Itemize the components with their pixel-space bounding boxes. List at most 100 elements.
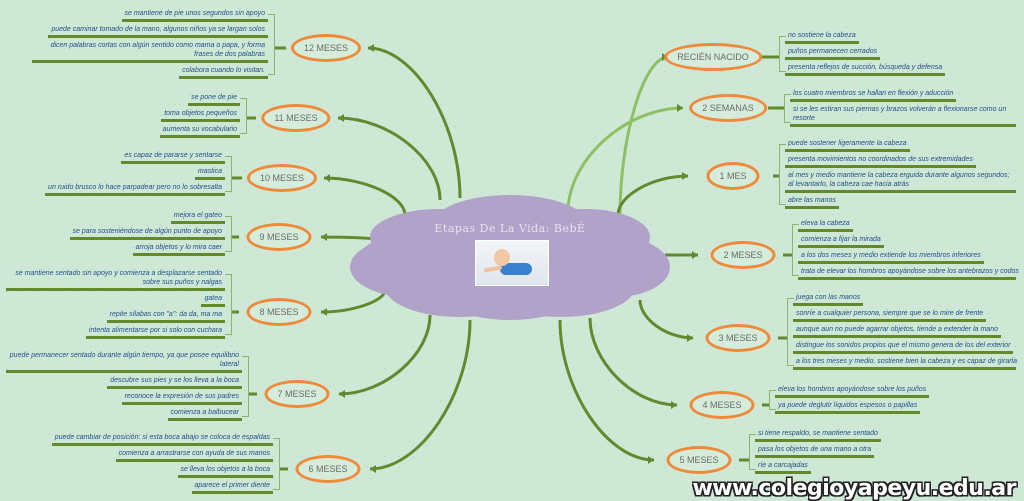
milestone-item[interactable]: pasa los objetos de una mano a otra: [755, 444, 875, 458]
milestone-item[interactable]: si se les estiran sus piernas y brazos v…: [790, 104, 1016, 127]
milestone-item[interactable]: arroja objetos y lo mira caer: [132, 242, 225, 256]
stage-items-3-meses: juega con las manos sonríe a cualquier pe…: [793, 292, 1017, 372]
branch-11-meses: [337, 116, 442, 201]
item-bracket: [779, 144, 786, 205]
arrow-icon: [370, 465, 376, 473]
item-bracket: [225, 274, 232, 335]
stage-items-7-meses: puede permanecer sentado durante algún t…: [6, 350, 242, 423]
arrow-icon: [368, 44, 374, 52]
arrow-icon: [321, 233, 327, 241]
milestone-item[interactable]: se pone de pie: [188, 92, 240, 106]
milestone-item[interactable]: se mantiene de pie unos segundos sin apo…: [121, 8, 268, 22]
stage-node-7-meses[interactable]: 7 MESES: [264, 380, 330, 408]
milestone-item[interactable]: colabora cuando lo visitan.: [179, 65, 268, 79]
item-bracket: [268, 14, 275, 75]
milestone-item[interactable]: a los tres meses y medio, sostiene bien …: [793, 356, 1017, 370]
milestone-item[interactable]: presenta reflejos de succión, búsqueda y…: [785, 62, 946, 76]
branch-2-semanas: [566, 106, 684, 213]
stage-node-4-meses[interactable]: 4 MESES: [689, 391, 755, 419]
branch-7-meses: [338, 314, 432, 396]
milestone-item[interactable]: sonríe a cualquier persona, siempre que …: [793, 308, 987, 322]
branch-1-mes: [616, 174, 689, 216]
milestone-item[interactable]: si tiene respaldo, se mantiene sentado: [755, 428, 881, 442]
arrow-icon: [687, 334, 693, 342]
stage-items-1-mes: puede sostener ligeramente la cabeza pres…: [785, 138, 1016, 211]
milestone-item[interactable]: comienza a fijar la mirada: [798, 234, 884, 248]
stage-node-3-meses[interactable]: 3 MESES: [705, 324, 771, 352]
stage-items-5-meses: si tiene respaldo, se mantiene sentado pa…: [755, 428, 881, 476]
milestone-item[interactable]: intenta alimentarse por si solo con cuch…: [85, 325, 225, 339]
milestone-item[interactable]: se lleva los objetos a la boca: [177, 464, 273, 478]
arrow-icon: [338, 114, 344, 122]
item-bracket: [784, 94, 791, 123]
milestone-item[interactable]: puede permanecer sentado durante algún t…: [6, 350, 242, 373]
milestone-item[interactable]: se para sosteniéndose de algún punto de …: [69, 226, 225, 240]
stage-node-8-meses[interactable]: 8 MESES: [246, 298, 312, 326]
arrow-icon: [339, 390, 345, 398]
milestone-item[interactable]: mastica: [194, 166, 225, 180]
milestone-item[interactable]: repite sílabas con "a": da da, ma ma: [106, 309, 225, 323]
branch-12-meses: [367, 46, 462, 199]
branch-3-meses: [638, 299, 694, 340]
milestone-item[interactable]: comienza a arrastrarse con ayuda de sus …: [115, 448, 273, 462]
milestone-item[interactable]: distingue los sonidos propios que el mis…: [793, 340, 1014, 354]
item-bracket: [779, 36, 786, 72]
milestone-item[interactable]: es capaz de pararse y sentarse: [121, 150, 225, 164]
milestone-item[interactable]: los cuatro miembros se hallan en flexión…: [790, 88, 957, 102]
milestone-item[interactable]: eleva la cabeza: [798, 218, 853, 232]
milestone-item[interactable]: juega con las manos: [793, 292, 864, 306]
milestone-item[interactable]: se mantiene sentado sin apoyo y comienza…: [6, 268, 225, 291]
milestone-item[interactable]: no sostiene la cabeza: [785, 30, 859, 44]
milestone-item[interactable]: ríe a carcajadas: [755, 460, 811, 474]
milestone-item[interactable]: un ruido brusco lo hace parpadear pero n…: [45, 182, 225, 196]
stage-node-2-semanas[interactable]: 2 SEMANAS: [689, 94, 767, 122]
milestone-item[interactable]: aumenta su vocabulario: [159, 124, 240, 138]
milestone-item[interactable]: abre las manos: [785, 195, 839, 209]
stage-node-9-meses[interactable]: 9 MESES: [246, 223, 312, 251]
stage-node-10-meses[interactable]: 10 MESES: [246, 164, 318, 192]
website-watermark: www.colegioyapeyu.edu.ar: [692, 476, 1016, 501]
item-bracket: [225, 216, 232, 252]
item-bracket: [273, 438, 280, 490]
milestone-item[interactable]: puede cambiar de posición: si esta boca …: [51, 432, 273, 446]
item-bracket: [792, 224, 799, 276]
stage-node-1-mes[interactable]: 1 MES: [706, 162, 760, 190]
milestone-item[interactable]: presenta movimientos no coordinados de s…: [785, 154, 976, 168]
milestone-item[interactable]: puños permanecen cerrados: [785, 46, 881, 60]
milestone-item[interactable]: ya puede deglutir líquidos espesos o pap…: [775, 400, 921, 414]
milestone-item[interactable]: descubre sus pies y se los lleva a la bo…: [107, 375, 242, 389]
milestone-item[interactable]: toma objetos pequeños: [161, 108, 240, 122]
branch-recien-nacido: [618, 55, 669, 216]
milestone-item[interactable]: dicen palabras cortas con algún sentido …: [32, 40, 268, 63]
item-bracket: [242, 356, 249, 417]
milestone-item[interactable]: eleva los hombros apoyándose sobre los p…: [775, 384, 930, 398]
milestone-item[interactable]: comienza a balbucear: [167, 407, 242, 421]
milestone-item[interactable]: aparece el primer diente: [191, 480, 273, 494]
central-title: Etapas De La Vida: BebÉ: [434, 222, 586, 235]
milestone-item[interactable]: reconoce la expresión de sus padres: [121, 391, 242, 405]
branch-4-meses: [588, 317, 678, 407]
arrow-icon: [692, 251, 698, 259]
milestone-item[interactable]: puede caminar tomado de la mano, algunos…: [48, 24, 268, 38]
stage-node-2-meses[interactable]: 2 MESES: [710, 241, 776, 269]
stage-items-9-meses: mejora el gateo se para sosteniéndose de …: [69, 210, 225, 258]
milestone-item[interactable]: gatea: [201, 293, 225, 307]
stage-node-recien-nacido[interactable]: RECIÉN NACIDO: [664, 43, 762, 71]
milestone-item[interactable]: puede sostener ligeramente la cabeza: [785, 138, 910, 152]
branch-10-meses: [323, 176, 407, 216]
stage-node-12-meses[interactable]: 12 MESES: [290, 34, 362, 62]
stage-node-11-meses[interactable]: 11 MESES: [261, 104, 331, 132]
central-topic[interactable]: Etapas De La Vida: BebÉ: [350, 192, 670, 322]
milestone-item[interactable]: al mes y medio mantiene la cabeza erguid…: [785, 170, 1016, 193]
stage-items-2-semanas: los cuatro miembros se hallan en flexión…: [790, 88, 1016, 129]
arrow-icon: [682, 172, 688, 180]
milestone-item[interactable]: mejora el gateo: [170, 210, 225, 224]
stage-items-8-meses: se mantiene sentado sin apoyo y comienza…: [6, 268, 225, 341]
milestone-item[interactable]: a los dos meses y medio extiende los mie…: [798, 250, 984, 264]
stage-node-5-meses[interactable]: 5 MESES: [666, 446, 732, 474]
milestone-item[interactable]: trata de elevar los hombros apoyándose s…: [798, 266, 1019, 280]
branch-6-meses: [369, 319, 472, 471]
stage-node-6-meses[interactable]: 6 MESES: [295, 455, 361, 483]
branch-5-meses: [558, 319, 655, 462]
milestone-item[interactable]: aunque aun no puede agarrar objetos, tie…: [793, 324, 1001, 338]
